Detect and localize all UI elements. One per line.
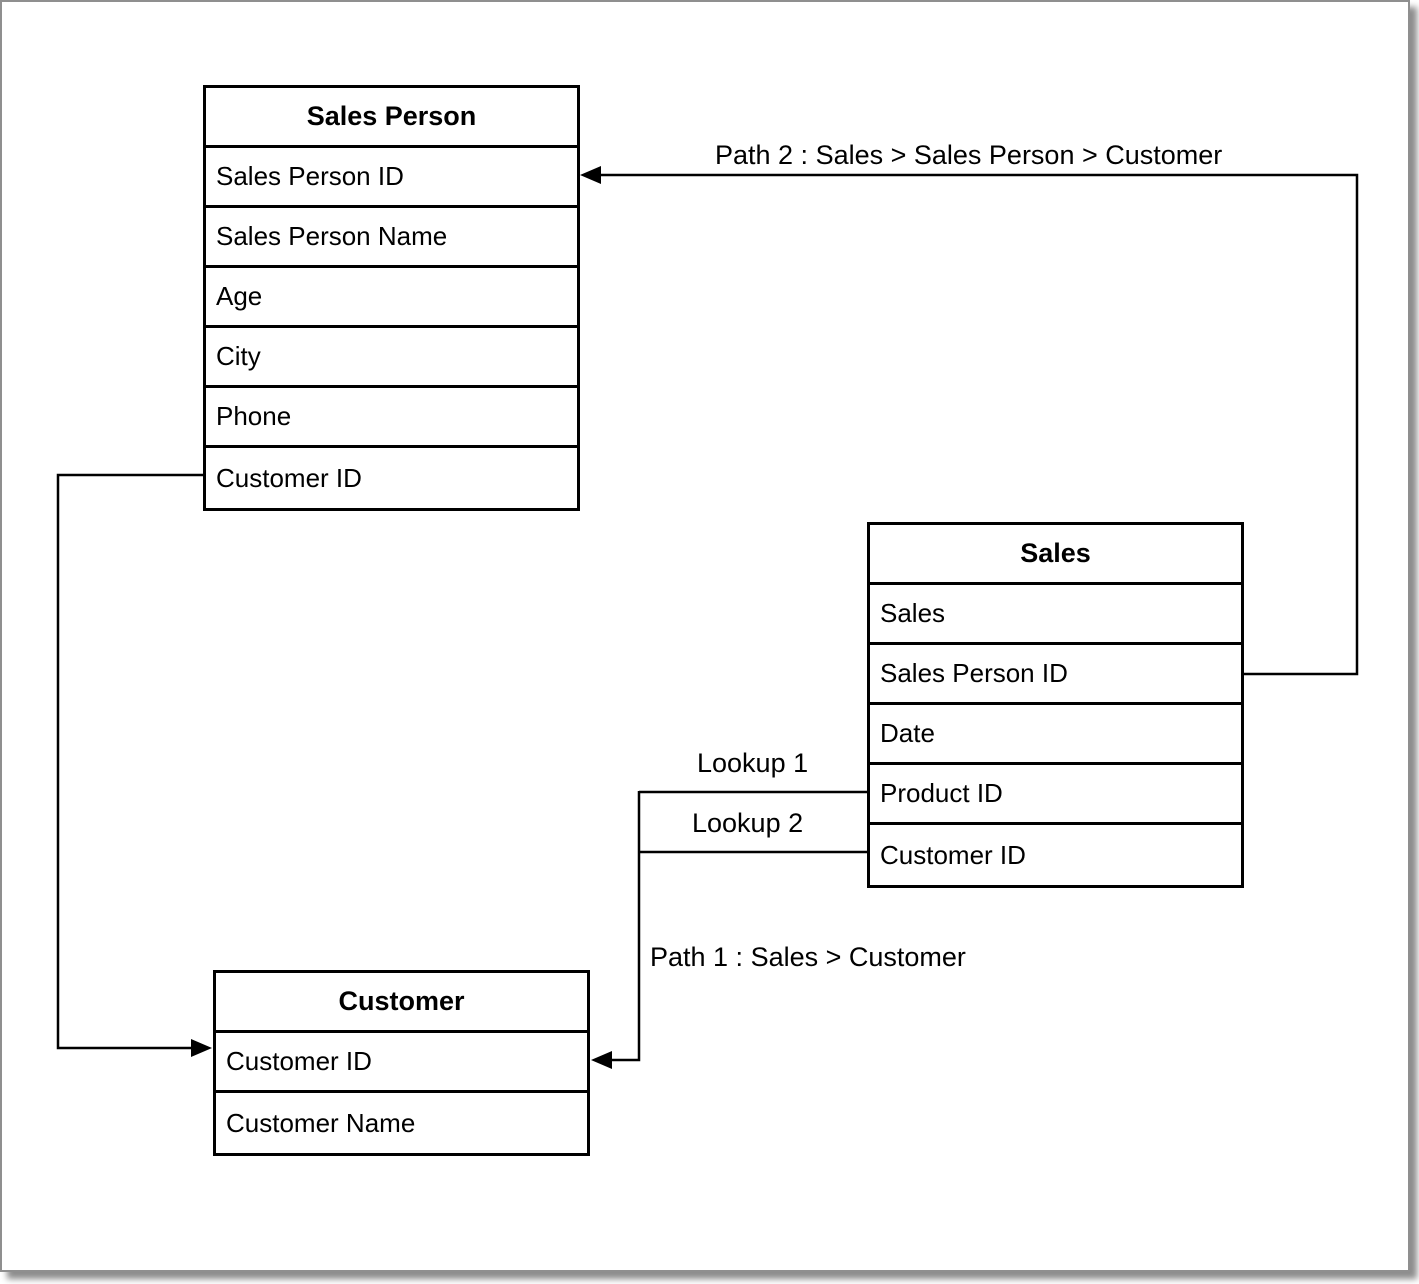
table-sales: Sales Sales Sales Person ID Date Product… [867,522,1244,888]
row-sales-person-id: Sales Person ID [206,148,577,208]
table-sales-person: Sales Person Sales Person ID Sales Perso… [203,85,580,511]
label-lookup2: Lookup 2 [692,808,804,838]
row-product-id: Product ID [870,765,1241,825]
row-sales: Sales [870,585,1241,645]
row-sales-person-id: Sales Person ID [870,645,1241,705]
row-customer-id: Customer ID [216,1033,587,1093]
table-title: Sales [870,525,1241,585]
table-title: Sales Person [206,88,577,148]
row-city: City [206,328,577,388]
connector-path2-line [598,173,1359,676]
row-age: Age [206,268,577,328]
row-date: Date [870,705,1241,765]
arrowhead-path1-into-customer-id-right [591,1051,612,1069]
connector-path1-line [609,791,641,1062]
connector-salesperson-to-customer-line [56,473,204,1050]
label-path2: Path 2 : Sales > Sales Person > Customer [715,140,1223,170]
table-title: Customer [216,973,587,1033]
arrowhead-into-customer-id-left [191,1039,212,1057]
label-path1: Path 1 : Sales > Customer [650,942,966,972]
row-customer-name: Customer Name [226,1107,416,1138]
row-phone: Phone [206,388,577,448]
row-customer-id: Customer ID [216,462,362,493]
label-lookup1: Lookup 1 [697,748,809,778]
row-sales-person-name: Sales Person Name [206,208,577,268]
row-customer-id: Customer ID [880,839,1026,870]
table-customer: Customer Customer ID Customer Name [213,970,590,1156]
arrowhead-path2-into-sales-person-id [580,166,601,184]
diagram-stage: Sales Person Sales Person ID Sales Perso… [2,2,1408,1270]
